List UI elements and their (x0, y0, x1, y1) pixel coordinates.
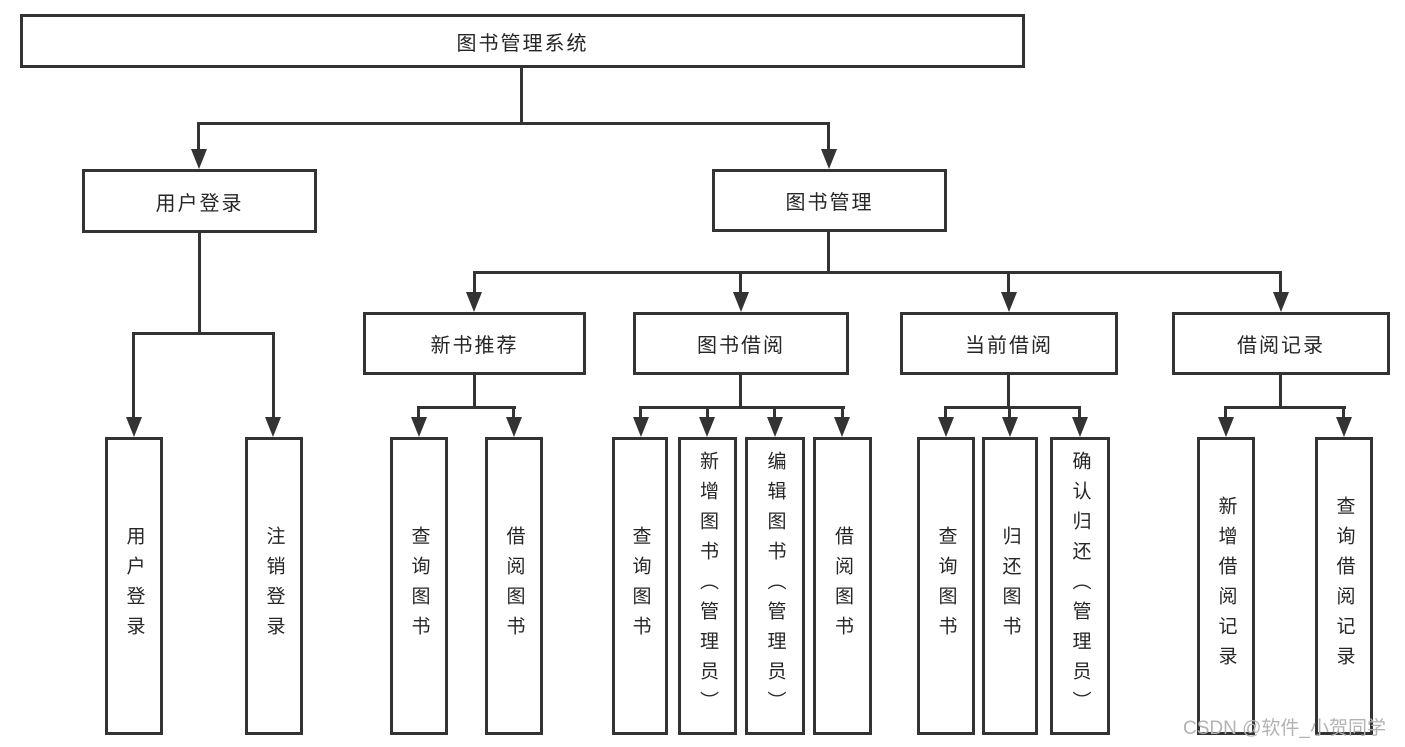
node-new-book-recommendation: 新书推荐 (363, 312, 586, 375)
connector-current-bar (944, 406, 1081, 409)
connector-records-stem (1279, 375, 1282, 408)
connector-borrowing-bar (639, 406, 845, 409)
leaf-label: 查询图书 (629, 526, 651, 646)
arrow-down (1001, 292, 1017, 312)
arrow-down (191, 149, 207, 169)
connector-records-bar (1224, 406, 1346, 409)
arrow-down (506, 417, 522, 437)
leaf-query-borrow-record: 查询借阅记录 (1315, 437, 1373, 735)
arrow-down (1336, 417, 1352, 437)
connector-drop-line (1078, 406, 1081, 419)
leaf-label: 确认归还（管理员） (1069, 451, 1091, 721)
node-label: 图书管理 (785, 192, 874, 214)
connector-drop-line (706, 406, 709, 419)
arrow-down (1002, 417, 1018, 437)
connector-drop-line (272, 332, 275, 418)
connector-newbook-bar (417, 406, 516, 409)
connector-drop-line (473, 271, 476, 293)
node-book-borrowing: 图书借阅 (633, 312, 849, 375)
leaf-label: 查询图书 (408, 526, 430, 646)
leaf-label: 注销登录 (263, 526, 285, 646)
leaf-label: 借阅图书 (503, 526, 525, 646)
leaf-query-books-borrowing: 查询图书 (612, 437, 668, 735)
arrow-down (265, 417, 281, 437)
connector-drop-line (739, 271, 742, 293)
connector-userlogin-bar (132, 332, 274, 335)
leaf-edit-book-admin: 编辑图书（管理员） (745, 437, 805, 735)
arrow-down (1072, 417, 1088, 437)
connector-newbook-stem (473, 375, 476, 408)
connector-borrowing-stem (739, 375, 742, 408)
connector-userlogin-stem (198, 233, 201, 334)
node-label: 图书管理系统 (456, 32, 589, 55)
arrow-down (466, 292, 482, 312)
node-library-management-system: 图书管理系统 (20, 14, 1025, 68)
connector-drop-line (1342, 406, 1345, 419)
leaf-query-books-recommend: 查询图书 (390, 437, 448, 735)
connector-root-bar (197, 122, 830, 125)
arrow-down (938, 417, 954, 437)
connector-drop-line (512, 406, 515, 419)
connector-drop-line (827, 122, 830, 150)
connector-drop-line (773, 406, 776, 419)
node-book-management: 图书管理 (712, 169, 947, 232)
leaf-logout: 注销登录 (245, 437, 303, 735)
leaf-label: 查询图书 (935, 526, 957, 646)
node-label: 借阅记录 (1237, 335, 1325, 357)
node-label: 当前借阅 (965, 335, 1053, 357)
arrow-down (1218, 417, 1234, 437)
connector-drop-line (841, 406, 844, 419)
arrow-down (733, 292, 749, 312)
node-user-login: 用户登录 (82, 169, 317, 233)
connector-root-stem (520, 67, 523, 123)
arrow-down (126, 417, 142, 437)
connector-drop-line (1279, 271, 1282, 293)
csdn-watermark: CSDN @软件_小贺同学 (1183, 718, 1386, 739)
connector-bookmgmt-stem (827, 232, 830, 273)
connector-bookmgmt-bar (473, 271, 1282, 274)
leaf-borrow-books-borrowing: 借阅图书 (813, 437, 872, 735)
connector-drop-line (944, 406, 947, 419)
arrow-down (633, 417, 649, 437)
leaf-borrow-books-recommend: 借阅图书 (485, 437, 543, 735)
leaf-label: 用户登录 (123, 526, 145, 646)
arrow-down (1273, 292, 1289, 312)
connector-drop-line (417, 406, 420, 419)
node-borrowing-records: 借阅记录 (1172, 312, 1390, 375)
arrow-down (821, 149, 837, 169)
leaf-user-login: 用户登录 (105, 437, 163, 735)
connector-drop-line (1008, 406, 1011, 419)
leaf-label: 借阅图书 (832, 526, 853, 646)
leaf-add-borrow-record: 新增借阅记录 (1197, 437, 1255, 735)
node-label: 用户登录 (155, 192, 244, 215)
leaf-label: 编辑图书（管理员） (764, 451, 786, 721)
node-label: 图书借阅 (697, 335, 785, 357)
node-label: 新书推荐 (430, 335, 519, 357)
leaf-label: 新增图书（管理员） (697, 451, 718, 721)
connector-drop-line (1007, 271, 1010, 293)
connector-drop-line (639, 406, 642, 419)
leaf-add-book-admin: 新增图书（管理员） (678, 437, 737, 735)
connector-drop-line (132, 332, 135, 418)
leaf-label: 新增借阅记录 (1215, 496, 1237, 676)
leaf-label: 查询借阅记录 (1333, 496, 1355, 676)
arrow-down (411, 417, 427, 437)
leaf-label: 归还图书 (999, 526, 1021, 646)
arrow-down (699, 417, 715, 437)
connector-current-stem (1007, 375, 1010, 408)
leaf-return-book: 归还图书 (982, 437, 1038, 735)
leaf-query-books-current: 查询图书 (917, 437, 975, 735)
arrow-down (834, 417, 850, 437)
leaf-confirm-return-admin: 确认归还（管理员） (1050, 437, 1110, 735)
connector-drop-line (197, 122, 200, 150)
arrow-down (767, 417, 783, 437)
connector-drop-line (1224, 406, 1227, 419)
node-current-borrowing: 当前借阅 (900, 312, 1118, 375)
